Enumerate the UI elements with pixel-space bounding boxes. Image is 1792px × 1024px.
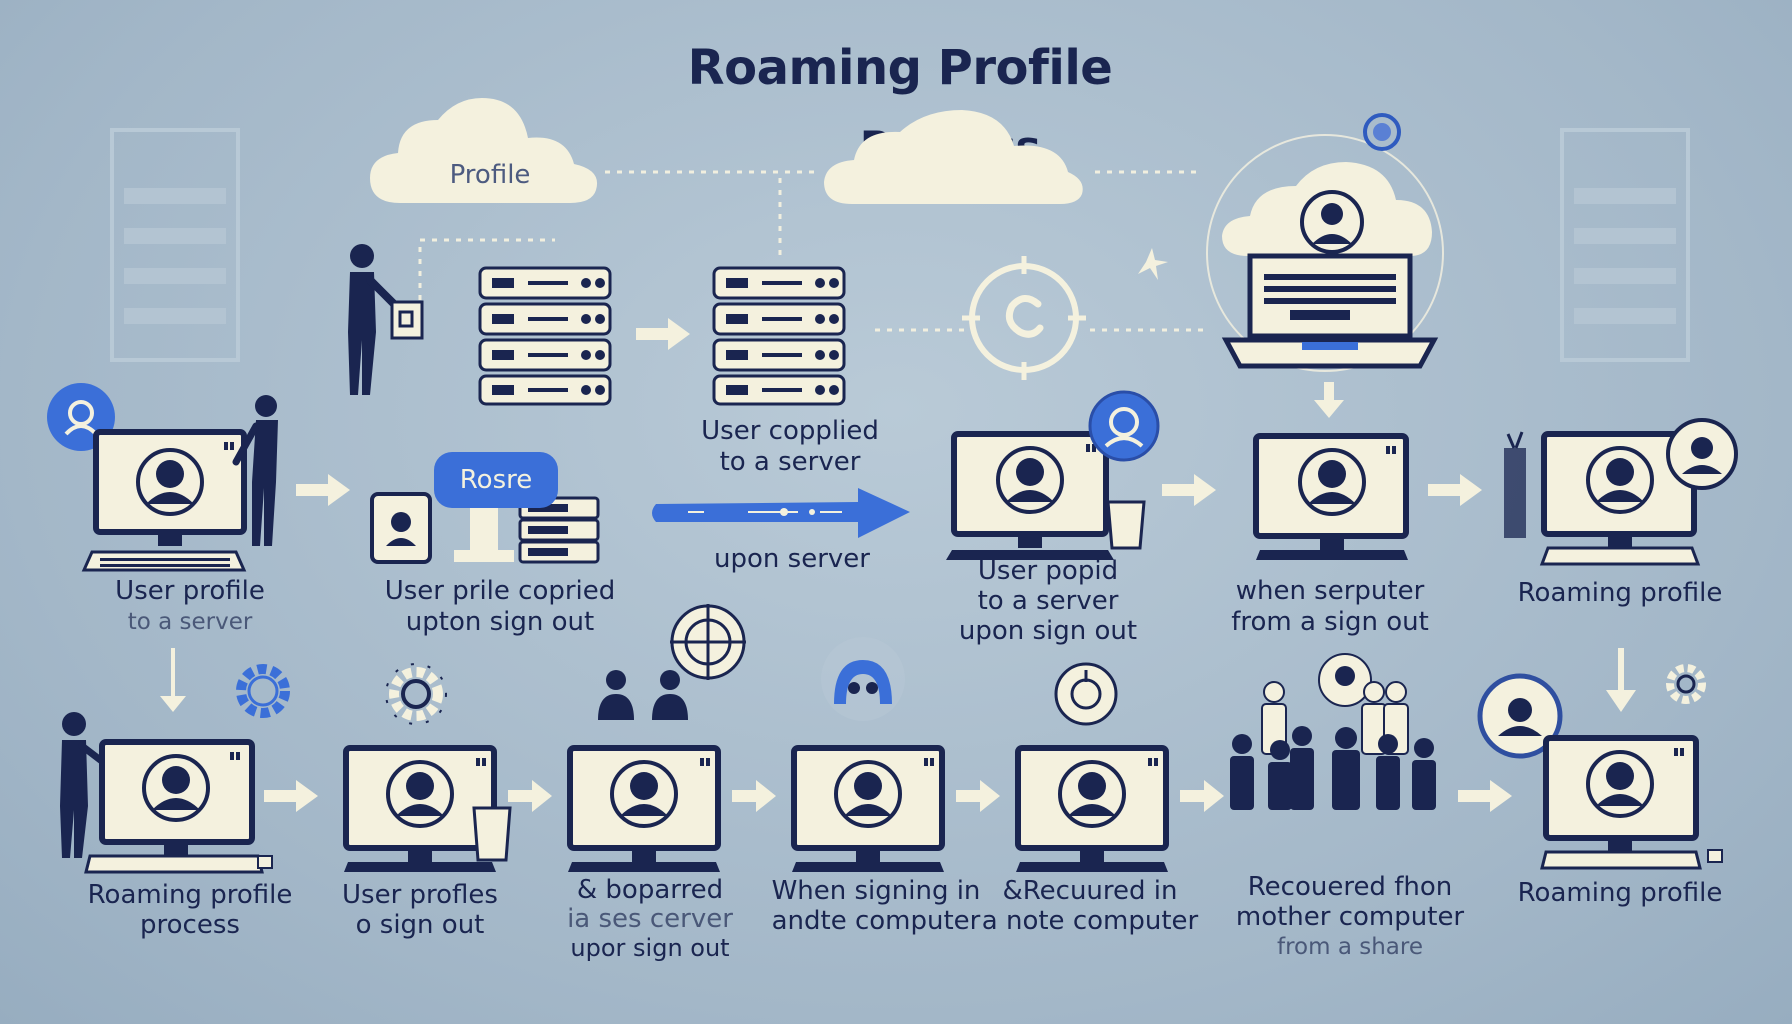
- row2-label-3: & boparred ia ses cerver upor sign out: [567, 875, 733, 963]
- row1-label-4: when serputer from a sign out: [1231, 576, 1429, 637]
- row2-monitor-5: [1015, 745, 1169, 872]
- row1-monitor-5: [1539, 418, 1738, 566]
- arrow-down-icon: [1314, 382, 1344, 418]
- arrow-down-left-icon: [160, 648, 186, 712]
- orbit-ring: [1206, 134, 1444, 372]
- row1-label-5: Roaming profile: [1517, 578, 1723, 608]
- server-stack-2: [712, 266, 846, 406]
- row1-monitor-3: [946, 390, 1160, 560]
- target-icon: [1054, 662, 1118, 726]
- tower-device-icon: [1504, 431, 1526, 538]
- arrow-right-icon: [636, 318, 690, 350]
- row2-monitor-2: [343, 745, 512, 872]
- crosshair-icon: [670, 604, 746, 680]
- cloud-profile: [370, 98, 598, 203]
- cloud-profile-label: Profile: [449, 160, 531, 190]
- row1-arrow-3: [1428, 474, 1482, 506]
- transfer-arrow-label: upon server: [714, 544, 870, 574]
- people-group-icon: [1230, 653, 1436, 810]
- row1-label-1: User profile to a server: [115, 576, 265, 635]
- cloud-process: [824, 110, 1083, 204]
- row2-arrow-5: [1180, 780, 1224, 812]
- row2-arrow-4: [956, 780, 1000, 812]
- row1-label-2: User prile copried upton sign out: [384, 576, 616, 637]
- row2-label-5: &Recuured in a note computer: [981, 876, 1199, 936]
- row2-arrow-3: [732, 780, 776, 812]
- server-stack-1: [478, 266, 612, 406]
- row2-arrow-1: [264, 780, 318, 812]
- transfer-arrow-icon: [652, 488, 910, 538]
- row2-label-1: Roaming profile process: [87, 880, 293, 940]
- gear-icon: [385, 663, 447, 725]
- orbit-dot-icon: [1363, 113, 1401, 151]
- headset-user-icon: [821, 637, 905, 721]
- row1-arrow-2: [1162, 474, 1216, 506]
- row2-monitor-3: [567, 745, 721, 872]
- row2-monitor-1: [60, 712, 273, 874]
- row2-label-7: Roaming profile: [1517, 878, 1723, 908]
- right-rack-faint: [1560, 128, 1690, 362]
- row2-arrow-6: [1458, 780, 1512, 812]
- row1-label-3: User popid to a server upon sign out: [958, 556, 1138, 646]
- row2-label-6: Recouered fhon mother computer from a sh…: [1235, 872, 1465, 960]
- sync-target-icon: [962, 256, 1086, 380]
- server-caption: User copplied to a server: [701, 416, 879, 477]
- person-with-file-icon: [348, 244, 424, 395]
- row2-label-4: When signing in andte computer: [771, 876, 981, 936]
- sparkle-icon: [1138, 248, 1168, 280]
- row2-label-2: User profles o sign out: [342, 880, 498, 940]
- row1-monitor-1: [81, 395, 278, 572]
- arrow-down-right-icon: [1606, 648, 1636, 712]
- gear-icon: [1666, 664, 1706, 704]
- gear-icon: [236, 664, 290, 718]
- row2-arrow-2: [508, 780, 552, 812]
- left-rack-faint: [110, 128, 240, 362]
- users-icon: [598, 670, 688, 720]
- row1-arrow-1: [296, 474, 350, 506]
- server-badge: Rosre: [434, 452, 558, 508]
- row1-monitor-4: [1253, 433, 1409, 560]
- laptop-cloud-icon: [1221, 162, 1439, 369]
- diagram-title: Roaming Profile: [687, 40, 1113, 96]
- row2-monitor-4: [791, 745, 945, 872]
- row2-monitor-6: [1477, 673, 1723, 870]
